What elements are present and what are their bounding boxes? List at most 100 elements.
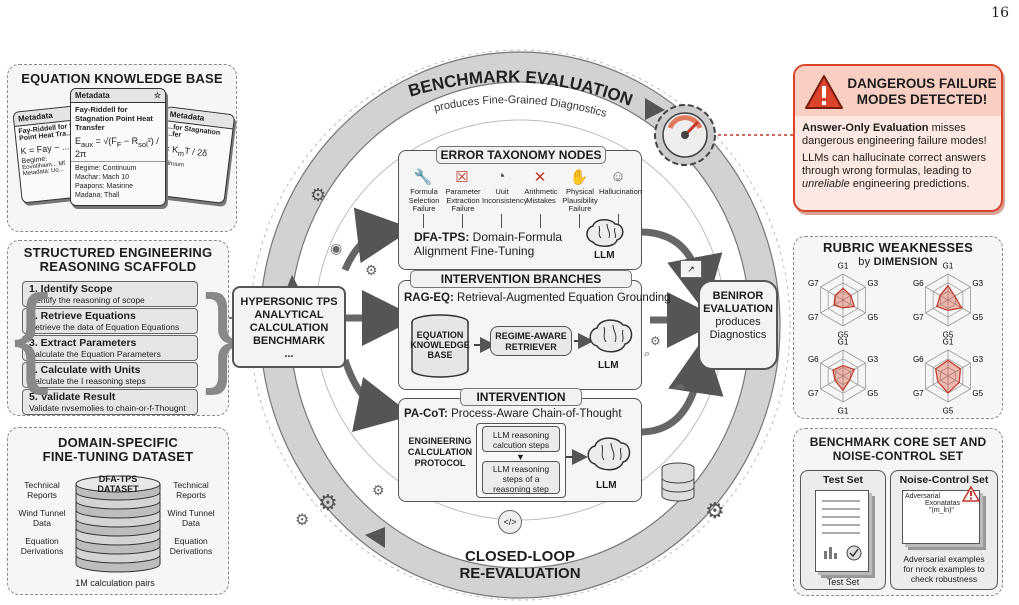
core-title-line2: NOISE-CONTROL SET xyxy=(832,449,964,463)
radar-axis-label: G1 xyxy=(838,262,849,271)
kb-line2: KNOWLEDGE xyxy=(410,340,470,350)
kb-line3: BASE xyxy=(427,350,453,360)
hub-line1: HYPERSONIC TPS xyxy=(240,296,338,308)
eval-line2: EVALUATION xyxy=(703,303,773,315)
radar-axis-label: G6 xyxy=(913,279,924,288)
radar-series xyxy=(934,359,962,394)
kb-cylinder-icon xyxy=(411,314,469,378)
radar-axis-label: G5 xyxy=(867,313,878,322)
cot-text: Process-Aware Chain-of-Thought xyxy=(447,408,622,420)
radar-axis-label: G7 xyxy=(913,313,924,322)
dataset-stack xyxy=(75,475,161,573)
top-arc-subtitle: produces Fine-Grained Diagnostics xyxy=(433,94,609,120)
chart-icon: ↗ xyxy=(680,260,702,278)
radar-axis xyxy=(842,286,866,301)
eval-line3: produces xyxy=(715,316,761,328)
taxonomy-title: ERROR TAXONOMY NODES xyxy=(436,146,606,164)
radar-axis-label: G5 xyxy=(972,389,983,398)
scaffold-step-title: 3. Extract Parameters xyxy=(29,337,137,349)
eye-icon: ◉ xyxy=(330,240,343,256)
dfa-line1: Domain-Formula xyxy=(469,230,563,244)
radar-axis-label: G5 xyxy=(838,330,849,339)
scaffold-step-desc: Calculate the Equation Parameters xyxy=(29,349,161,359)
hub-line2: ANALYTICAL xyxy=(254,309,324,321)
equation-snippet: Eaux = √(FF − Rsol²) / 2π xyxy=(71,134,165,162)
bottom-arc-label: CLOSED-LOOP RE-EVALUATION xyxy=(440,548,600,582)
rag-bold: RAG-EQ: xyxy=(404,292,454,304)
reasoning-step-box: LLM reasoning steps of a reasoning step xyxy=(482,461,560,494)
dataset-right-label: Wind Tunnel Data xyxy=(167,508,215,528)
scaffold-step-desc: Retrieve the data of Equation Equations xyxy=(29,322,180,332)
radar-axis-label: G7 xyxy=(808,279,819,288)
rubric-panel: RUBRIC WEAKNESSES by DIMENSION xyxy=(793,236,1003,419)
taxonomy-arrow xyxy=(540,214,541,228)
alert-p1: Answer-Only Evaluation misses dangerous … xyxy=(802,122,987,147)
radar-series xyxy=(832,364,856,392)
scaffold-title-line1: STRUCTURED ENGINEERING xyxy=(23,245,213,260)
kb-line1: EQUATION xyxy=(416,330,464,340)
scaffold-step-title: 1. Identify Scope xyxy=(29,283,113,295)
taxonomy-arrow xyxy=(618,214,619,228)
scaffold-step-desc: Identify the reasoning of scope xyxy=(29,295,145,305)
taxonomy-node-label: Physical Plausibility Failure xyxy=(562,187,598,213)
kb-card-front: Metadata☆ Fay-Riddell for Stagnation Poi… xyxy=(70,88,166,206)
taxonomy-node-label: Parameter Extraction Failure xyxy=(445,187,481,213)
cot-llm-label: LLM xyxy=(596,480,617,491)
taxonomy-arrow xyxy=(579,214,580,228)
warning-icon xyxy=(804,74,844,110)
hub-line5: ... xyxy=(284,348,294,360)
hub-line4: BENCHMARK xyxy=(252,335,326,347)
radar-axis xyxy=(820,286,844,301)
brain-icon xyxy=(585,218,625,248)
code-icon: </> xyxy=(498,510,522,534)
search-icon: ⌕ xyxy=(644,348,651,360)
radar-axis-label: G3 xyxy=(867,355,878,364)
cot-label: PA-CoT: Process-Aware Chain-of-Thought xyxy=(404,408,644,420)
retriever-arrow xyxy=(474,337,496,353)
protocol-line2: CALCULATION xyxy=(407,447,473,457)
taxonomy-node-label: Formula Selection Failure xyxy=(408,187,440,213)
test-set-title: Test Set xyxy=(822,474,864,486)
rubric-title-bold: DIMENSION xyxy=(873,256,938,268)
evaluation-node: BENIROR EVALUATION produces Diagnostics xyxy=(698,280,778,370)
intervention-title: INTERVENTION xyxy=(460,388,582,406)
bottom-arc-line2: RE-EVALUATION xyxy=(459,565,581,582)
radar-axis-label: G5 xyxy=(867,389,878,398)
gear-icon: ⚙ xyxy=(705,498,725,523)
dataset-stack-label-line1: DFA-TPS xyxy=(98,474,138,484)
radar-axis xyxy=(925,362,949,377)
noise-caption-line3: check robustness xyxy=(910,574,978,584)
dataset-right-label: Technical Reports xyxy=(173,480,209,500)
scaffold-step-desc: Calculate the I reasoning steps xyxy=(29,376,146,386)
radar-axis xyxy=(842,375,866,390)
radar-axis-label: G6 xyxy=(913,355,924,364)
rag-text: Retrieval-Augmented Equation Grounding xyxy=(453,292,671,304)
dataset-disk-top xyxy=(75,475,161,493)
alert-title-line1: DANGEROUS FAILURE xyxy=(847,76,997,91)
llm-arrow xyxy=(574,333,594,349)
radar-axis-label: G1 xyxy=(943,338,954,347)
cloud-icon: ☁ xyxy=(672,376,686,392)
dfa-label: DFA-TPS: Domain-Formula Alignment Fine-T… xyxy=(414,230,584,258)
dfa-line2: Alignment Fine-Tuning xyxy=(414,244,535,258)
gauge-gear-icon xyxy=(650,100,720,170)
gear-icon: ⚙ xyxy=(310,185,327,205)
protocol-line1: ENGINEERING xyxy=(408,436,472,446)
gear-icon: ⚙ xyxy=(650,334,661,348)
radar-axis-label: G3 xyxy=(972,355,983,364)
gear-icon: ⚙ xyxy=(365,262,378,278)
wrench-icon: 🔧 xyxy=(413,169,433,186)
dataset-footer: 1M calculation pairs xyxy=(75,578,155,588)
scaffold-title-line2: REASONING SCAFFOLD xyxy=(39,259,197,274)
radar-axis xyxy=(947,299,971,314)
taxonomy-node-label: Hallucination xyxy=(599,187,642,196)
radar-axis-label: G7 xyxy=(913,389,924,398)
taxonomy-arrow xyxy=(501,214,502,228)
rubric-title-line1: RUBRIC WEAKNESSES xyxy=(822,240,974,255)
card-name: Fay-Riddell for Stagnation Point Heat Tr… xyxy=(75,105,153,132)
